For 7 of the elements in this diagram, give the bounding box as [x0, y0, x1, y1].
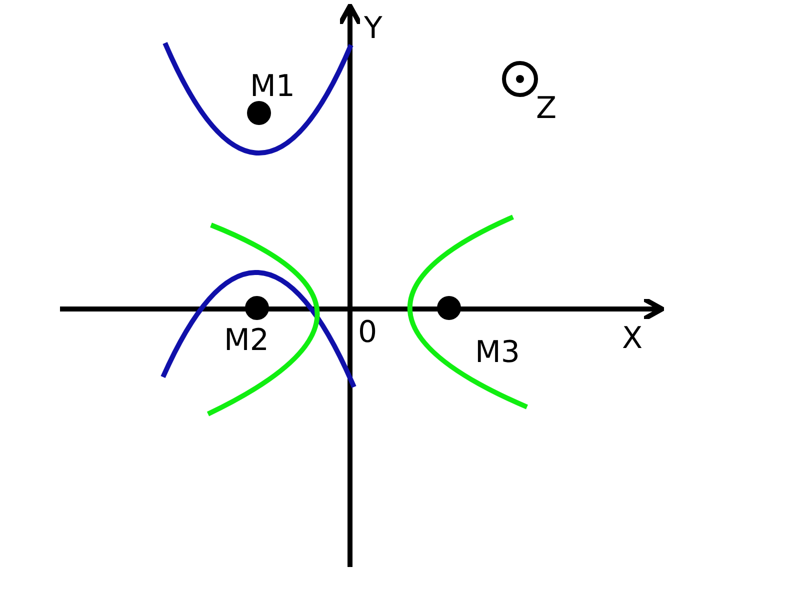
point-label: M1 — [250, 72, 295, 102]
point-label: M3 — [475, 338, 520, 368]
point-label: M2 — [224, 326, 269, 356]
origin-label: 0 — [358, 318, 378, 348]
axis-label: Z — [536, 94, 557, 124]
axis-label: Y — [364, 14, 382, 44]
axis-label: X — [622, 324, 643, 354]
